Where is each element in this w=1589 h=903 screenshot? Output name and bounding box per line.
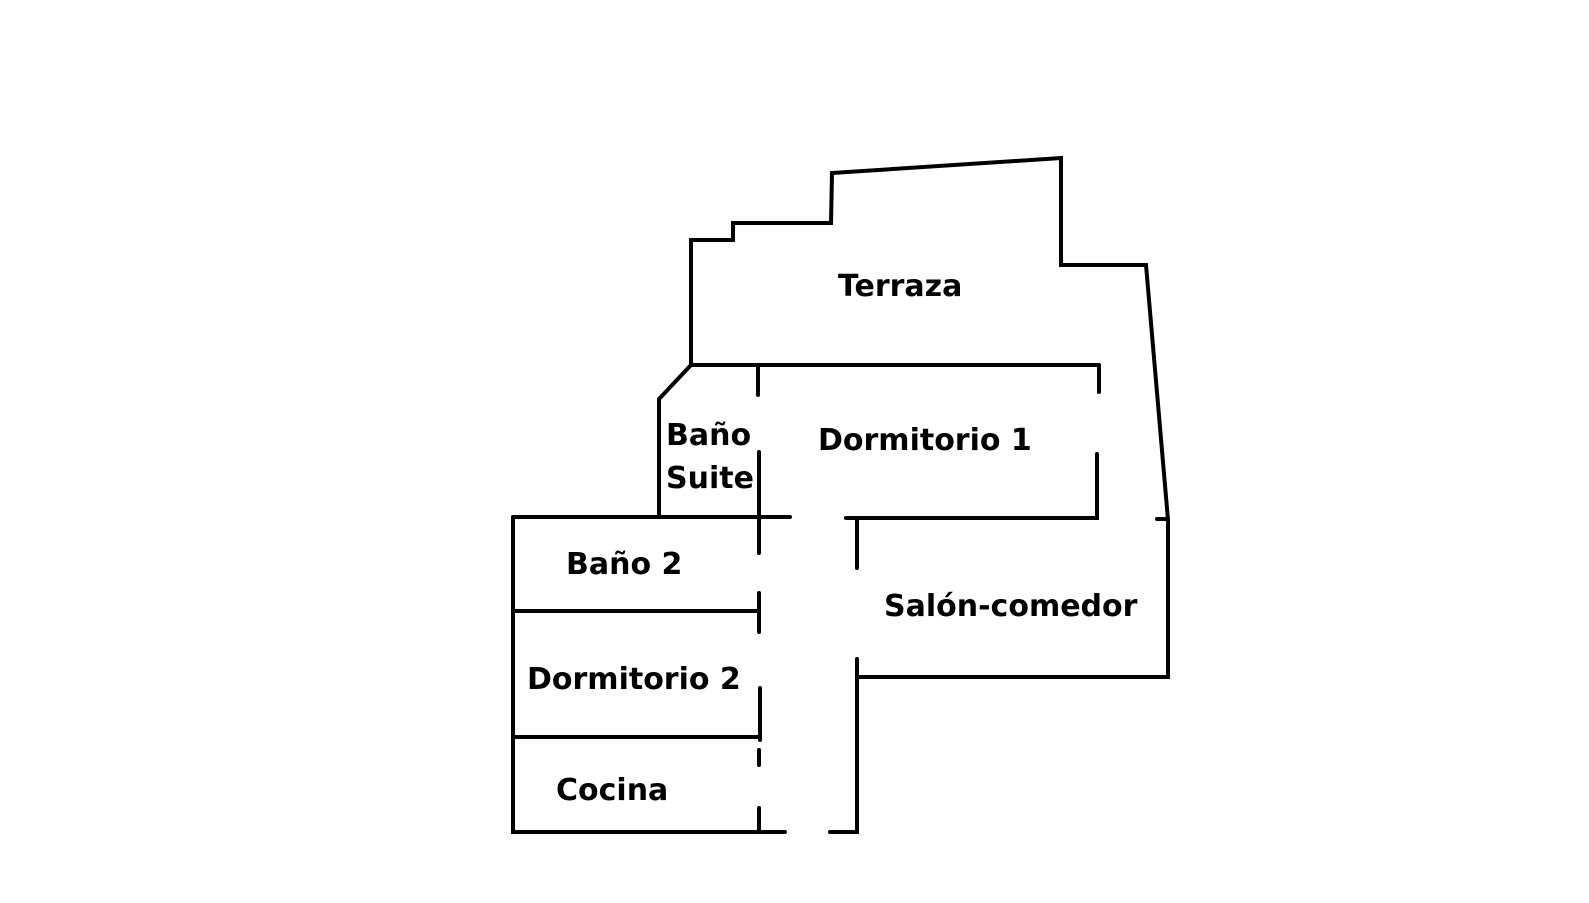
label-bano-2: Baño 2: [566, 547, 683, 582]
label-terraza: Terraza: [838, 269, 963, 304]
terraza-outer-wall: [689, 155, 1170, 834]
label-dormitorio-2: Dormitorio 2: [527, 662, 741, 697]
label-bano-suite-line1: Baño: [666, 418, 752, 453]
label-dormitorio-1: Dormitorio 1: [818, 423, 1032, 458]
label-salon-comedor: Salón-comedor: [884, 589, 1138, 624]
dormitorio-1-wall: [844, 452, 1099, 520]
label-cocina: Cocina: [556, 773, 669, 808]
bano-suite-left-wall: [657, 363, 693, 519]
left-block-outer-wall: [511, 515, 787, 834]
label-bano-suite-line2: Suite: [666, 461, 754, 496]
